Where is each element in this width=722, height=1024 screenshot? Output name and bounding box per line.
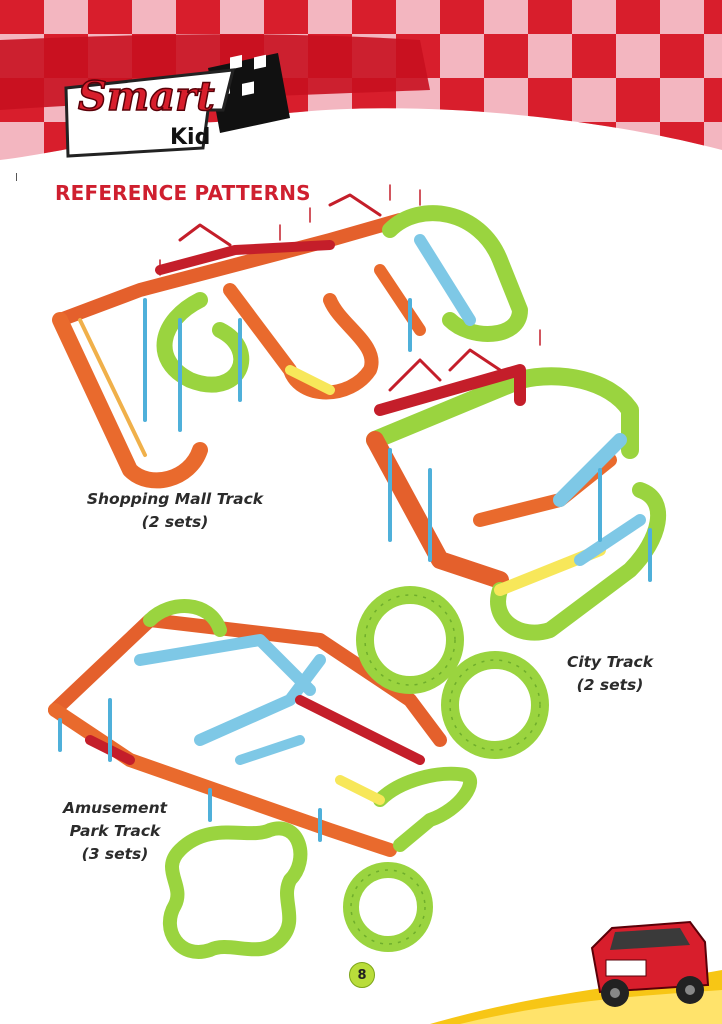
smart-kid-logo: Smart Kid — [64, 53, 290, 158]
caption-shopping-line1: Shopping Mall Track — [86, 490, 264, 508]
caption-shopping-mall: Shopping Mall Track (2 sets) — [80, 488, 270, 534]
toy-car-icon — [430, 920, 722, 1024]
checker-square — [176, 0, 220, 34]
caption-city-line2: (2 sets) — [576, 676, 644, 694]
logo-text-smart: Smart — [78, 73, 215, 120]
margin-mark — [16, 173, 17, 181]
checker-square — [616, 78, 660, 122]
checker-square — [704, 0, 722, 34]
checker-square — [440, 0, 484, 34]
checker-square — [264, 0, 308, 34]
checker-square — [88, 0, 132, 34]
caption-amusement: Amusement Park Track (3 sets) — [50, 797, 180, 866]
caption-city-line1: City Track — [566, 653, 654, 671]
checker-square — [352, 0, 396, 34]
checker-square — [484, 34, 528, 78]
page-number: 8 — [349, 962, 375, 988]
caption-amusement-line3: (3 sets) — [81, 845, 149, 863]
caption-city: City Track (2 sets) — [555, 651, 665, 697]
city-track-illustration — [366, 348, 666, 641]
checker-square — [660, 34, 704, 78]
checker-square — [704, 78, 722, 122]
checker-square — [572, 34, 616, 78]
track-ring-ties — [350, 594, 541, 945]
checker-square — [528, 78, 572, 122]
logo-text-kid: Kid — [170, 125, 210, 150]
shopping-mall-track-illustration — [52, 184, 541, 489]
section-title: REFERENCE PATTERNS — [55, 181, 311, 205]
amusement-park-track-illustration — [48, 599, 477, 959]
caption-amusement-line1: Amusement — [62, 799, 168, 817]
checker-square — [616, 0, 660, 34]
caption-shopping-line2: (2 sets) — [141, 513, 209, 531]
checker-square — [0, 0, 44, 34]
checker-square — [528, 0, 572, 34]
caption-amusement-line2: Park Track — [69, 822, 161, 840]
